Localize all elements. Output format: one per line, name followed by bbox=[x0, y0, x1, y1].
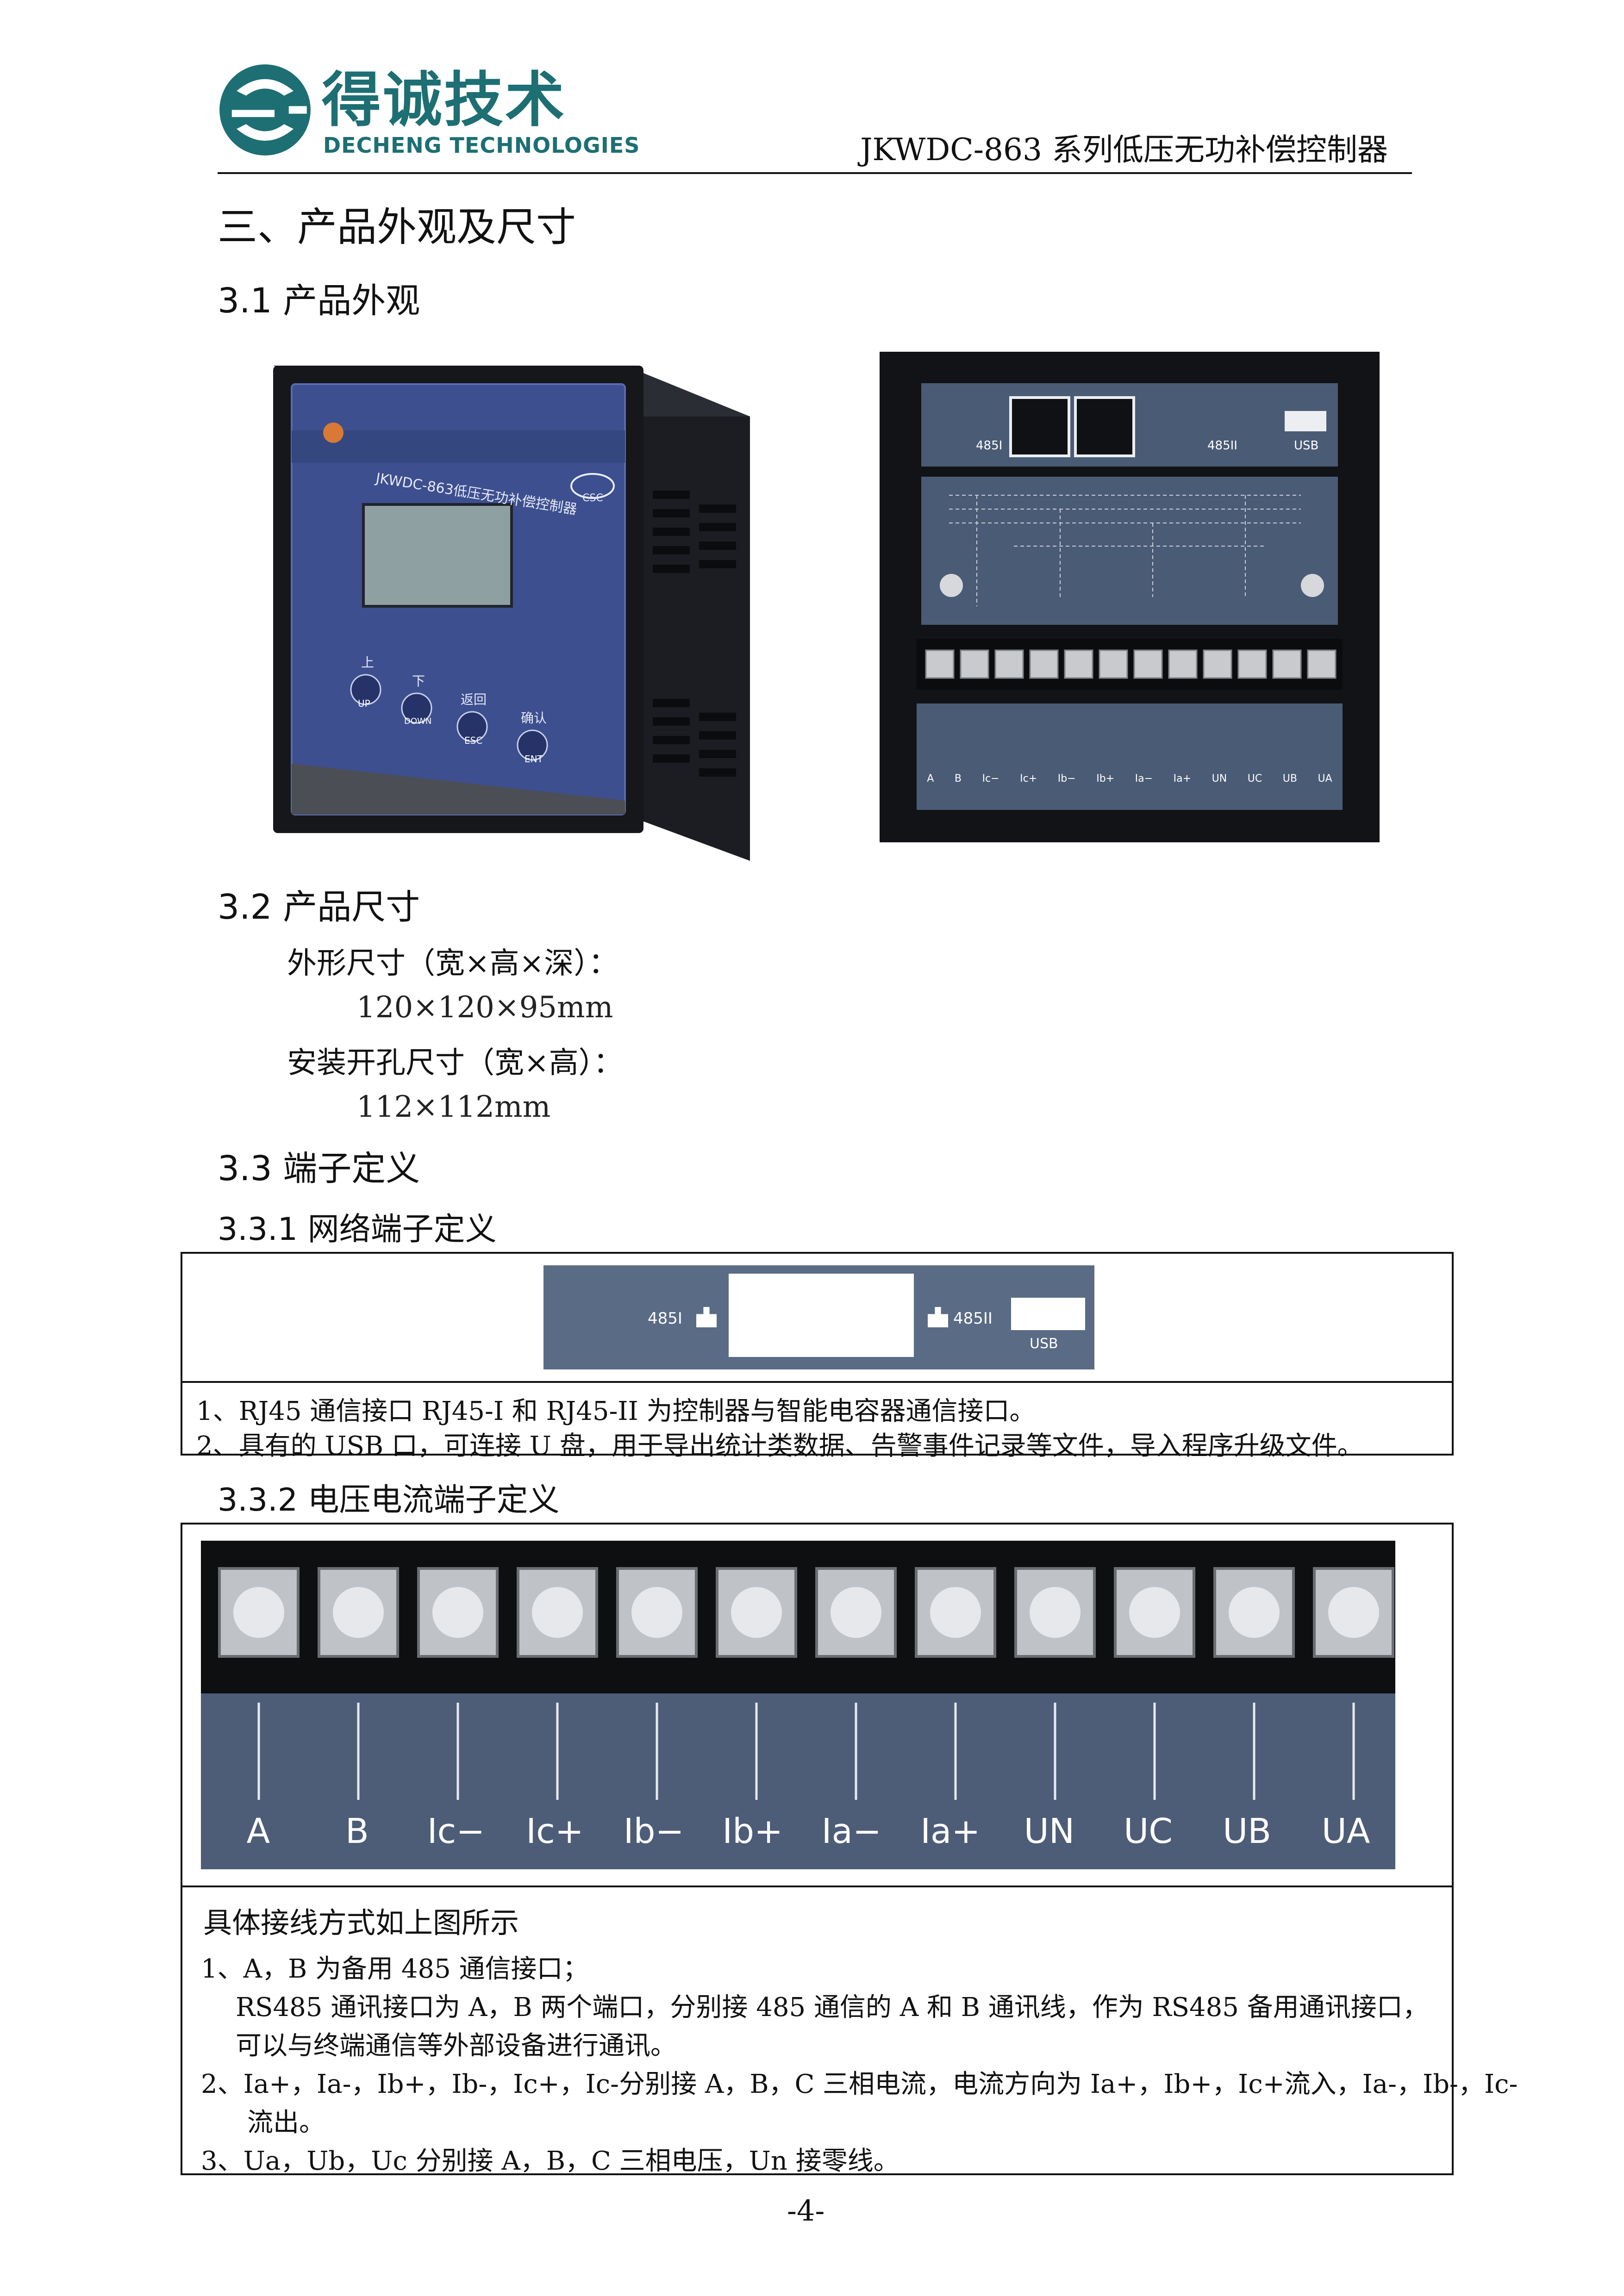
wiring-note-1-detail-cont: 可以与终端通信等外部设备进行通讯。 bbox=[236, 2031, 676, 2061]
button-ent-cn: 确认 bbox=[521, 710, 547, 726]
button-up-cn: 上 bbox=[361, 655, 375, 670]
rj45-port-1-icon bbox=[1009, 396, 1070, 457]
terminal-label-ua: UA bbox=[1321, 1811, 1370, 1851]
terminal-label-panel: A B Ic− Ic+ Ib− Ib+ Ia− Ia+ UN UC UB UA bbox=[201, 1693, 1395, 1869]
button-down-cn: 下 bbox=[412, 673, 425, 689]
cutout-size-label: 安装开孔尺寸（宽×高）： bbox=[287, 1046, 623, 1080]
terminal-label-ia-plus: Ia+ bbox=[920, 1811, 981, 1851]
company-logo: 得诚技术 DECHENG TECHNOLOGIES bbox=[218, 62, 639, 164]
voltage-current-terminal-table: A B Ic− Ic+ Ib− Ib+ Ia− Ia+ UN UC UB UA … bbox=[181, 1523, 1518, 2176]
network-icon bbox=[696, 1307, 717, 1327]
rj45-port-2-icon bbox=[1074, 396, 1135, 457]
usb-window-icon bbox=[1011, 1298, 1085, 1330]
terminal-block-photo: A B Ic− Ic+ Ib− Ib+ Ia− Ia+ UN UC UB UA bbox=[201, 1541, 1395, 1869]
rear-terminal-label: Ia+ bbox=[1173, 773, 1192, 784]
document-title: JKWDC-863 系列低压无功补偿控制器 bbox=[860, 132, 1388, 168]
wiring-note-1-detail: RS485 通讯接口为 A，B 两个端口，分别接 485 通信的 A 和 B 通… bbox=[236, 1992, 1429, 2022]
rear-schematic bbox=[921, 477, 1338, 625]
rear-terminal-label: UN bbox=[1212, 773, 1227, 784]
rear-terminal-label: Ic+ bbox=[1020, 773, 1037, 784]
terminal-label-un: UN bbox=[1024, 1811, 1075, 1851]
wiring-note-1: 1、A，B 为备用 485 通信接口； bbox=[201, 1954, 589, 1984]
button-up: UP bbox=[358, 698, 370, 709]
wiring-note-2: 2、Ia+，Ia-，Ib+，Ib-，Ic+，Ic-分别接 A，B，C 三相电流，… bbox=[201, 2069, 1518, 2099]
wiring-note-2-cont: 流出。 bbox=[247, 2108, 325, 2138]
network-note-1: 1、RJ45 通信接口 RJ45-I 和 RJ45-II 为控制器与智能电容器通… bbox=[196, 1396, 1036, 1426]
table-divider bbox=[182, 1381, 1452, 1383]
outline-size-label: 外形尺寸（宽×高×深）： bbox=[287, 946, 618, 981]
rear-terminal-label: Ib− bbox=[1057, 773, 1076, 784]
terminal-label-ub: UB bbox=[1223, 1811, 1272, 1851]
front-panel-photo: JKWDC-863低压无功补偿控制器 CSC 上 UP 下 DOWN 返回 ES… bbox=[273, 338, 759, 861]
subsection-title-3-1: 3.1 产品外观 bbox=[218, 281, 420, 321]
button-esc: ESC bbox=[464, 735, 483, 746]
table-divider bbox=[182, 1885, 1452, 1887]
subsection-title-3-2: 3.2 产品尺寸 bbox=[218, 887, 420, 927]
rear-terminal-label: UC bbox=[1247, 773, 1262, 784]
cutout-size-value: 112×112mm bbox=[356, 1090, 551, 1124]
rear-terminal-label: Ib+ bbox=[1096, 773, 1115, 784]
rear-label-485ii: 485II bbox=[1207, 439, 1237, 453]
logo-mark-icon bbox=[219, 64, 311, 156]
terminal-screw-row-icon bbox=[218, 1567, 1394, 1658]
rear-terminal-label: Ia− bbox=[1135, 773, 1153, 784]
network-icon bbox=[928, 1307, 948, 1327]
rear-terminal-label: A bbox=[927, 773, 934, 784]
terminal-label-ic-minus: Ic− bbox=[427, 1811, 485, 1851]
strip-label-485i: 485I bbox=[648, 1309, 682, 1328]
screw-right-icon bbox=[1301, 574, 1324, 597]
terminal-label-ib-plus: Ib+ bbox=[722, 1811, 783, 1851]
section-title: 三、产品外观及尺寸 bbox=[218, 204, 576, 250]
wiring-heading: 具体接线方式如上图所示 bbox=[203, 1906, 519, 1940]
rear-terminal-label: UA bbox=[1318, 773, 1332, 784]
rear-port-area: 485I 485II USB bbox=[921, 383, 1338, 467]
terminal-label-uc: UC bbox=[1124, 1811, 1173, 1851]
screw-left-icon bbox=[940, 574, 963, 597]
network-note-2: 2、具有的 USB 口，可连接 U 盘，用于导出统计类数据、告警事件记录等文件，… bbox=[196, 1431, 1363, 1461]
rj45-window-icon bbox=[729, 1274, 914, 1357]
rear-terminal-labels: A B Ic− Ic+ Ib− Ib+ Ia− Ia+ UN UC UB UA bbox=[917, 703, 1343, 810]
front-panel-illustration bbox=[273, 366, 750, 861]
page-number: -4- bbox=[787, 2194, 825, 2228]
rear-terminal-label: B bbox=[954, 773, 962, 784]
terminal-label-b: B bbox=[345, 1811, 369, 1851]
rear-terminal-block bbox=[917, 639, 1343, 690]
subsection-title-3-3: 3.3 端子定义 bbox=[218, 1149, 420, 1188]
outline-size-value: 120×120×95mm bbox=[356, 990, 613, 1025]
subsection-title-3-3-2: 3.3.2 电压电流端子定义 bbox=[218, 1482, 560, 1518]
header-divider bbox=[218, 172, 1412, 174]
terminal-label-ib-minus: Ib− bbox=[623, 1811, 684, 1851]
brand-name-cn: 得诚技术 bbox=[322, 66, 567, 135]
terminal-label-ic-plus: Ic+ bbox=[526, 1811, 584, 1851]
button-esc-cn: 返回 bbox=[461, 692, 487, 707]
rear-label-usb: USB bbox=[1294, 439, 1319, 453]
terminal-screws-icon bbox=[925, 649, 1337, 679]
strip-label-usb: USB bbox=[1030, 1336, 1058, 1352]
rear-terminal-label: UB bbox=[1282, 773, 1297, 784]
rear-terminal-label: Ic− bbox=[982, 773, 999, 784]
terminal-label-a: A bbox=[246, 1811, 270, 1851]
rear-panel-photo: 485I 485II USB bbox=[880, 352, 1380, 842]
subsection-title-3-3-1: 3.3.1 网络端子定义 bbox=[218, 1211, 497, 1248]
usb-port-icon bbox=[1285, 411, 1326, 431]
button-down: DOWN bbox=[404, 716, 432, 726]
front-brand-badge: CSC bbox=[582, 492, 603, 504]
network-port-strip: 485I 485II USB bbox=[543, 1265, 1094, 1369]
strip-label-485ii: 485II bbox=[953, 1309, 993, 1328]
network-terminal-table: 485I 485II USB 1、RJ45 通信接口 RJ45-I 和 RJ45… bbox=[181, 1252, 1454, 1461]
button-ent: ENT bbox=[525, 753, 543, 765]
terminal-label-ia-minus: Ia− bbox=[821, 1811, 881, 1851]
rear-label-485i: 485I bbox=[976, 439, 1003, 453]
brand-name-en: DECHENG TECHNOLOGIES bbox=[323, 133, 640, 158]
terminal-leader-lines bbox=[257, 1703, 1355, 1800]
wiring-note-3: 3、Ua，Ub，Uc 分别接 A，B，C 三相电压，Un 接零线。 bbox=[201, 2146, 899, 2176]
wiring-schematic-icon bbox=[949, 495, 1301, 606]
